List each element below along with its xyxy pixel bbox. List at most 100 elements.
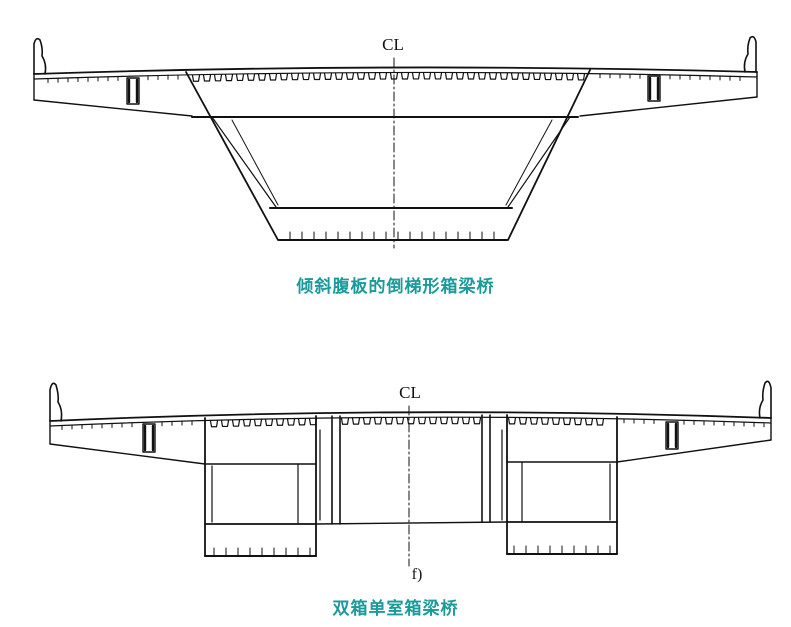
top-deck-rib (389, 72, 399, 80)
bottom-deck-rib (551, 417, 561, 425)
top-deck-rib (576, 73, 586, 81)
top-left-parapet (33, 37, 47, 75)
top-deck-rib (532, 72, 542, 81)
bottom-deck-rib (384, 417, 394, 425)
bottom-center-cell (315, 414, 508, 525)
bottom-deck-rib (308, 418, 318, 426)
bottom-deck-underside (49, 416, 772, 427)
bottom-deck-rib (439, 417, 449, 425)
bottom-deck-rib (264, 418, 274, 427)
bottom-deck-ribs (209, 417, 605, 428)
top-deck-rib (510, 72, 520, 80)
top-centerline-label: CL (382, 35, 404, 54)
bottom-deck-rib (231, 419, 241, 427)
top-right-cantilever-bottom (579, 96, 758, 117)
top-deck-rib (257, 73, 267, 81)
top-deck-rib (246, 73, 256, 81)
bottom-deck-rib (220, 419, 230, 428)
top-deck-rib (521, 72, 531, 80)
bottom-right-parapet (758, 380, 772, 419)
top-deck-rib (422, 72, 432, 80)
bottom-deck-rib (450, 417, 460, 425)
bottom-left-parapet (49, 382, 63, 422)
top-deck-rib (400, 72, 410, 80)
bottom-deck-rib (340, 417, 350, 425)
top-right-parapet (743, 35, 757, 73)
bottom-deck-rib (595, 418, 605, 426)
top-deck-rib (554, 73, 564, 81)
bottom-deck-rib (540, 417, 550, 425)
bottom-deck-rib (406, 417, 416, 425)
top-deck-rib (235, 73, 245, 82)
bottom-right-support-beam (665, 421, 679, 450)
bottom-deck-rib (428, 417, 438, 425)
top-cantilever-stiffeners-left (47, 74, 179, 84)
top-deck-surface (33, 66, 758, 75)
top-cantilever-stiffeners-right (599, 73, 741, 82)
bottom-deck-rib (518, 417, 528, 425)
bottom-deck-rib (529, 417, 539, 425)
bottom-deck-rib (362, 417, 372, 425)
bottom-deck-rib (297, 418, 307, 426)
bottom-right-cantilever-bottom (616, 439, 772, 463)
top-right-support-beam (647, 75, 661, 102)
top-deck-rib (378, 72, 388, 80)
top-right-diaphragm-line (505, 119, 553, 206)
bottom-deck-rib (242, 419, 252, 427)
bottom-deck-rib (461, 417, 471, 425)
top-deck-rib (499, 72, 509, 80)
trapezoid-box-girder-section: CL (33, 35, 758, 249)
top-deck-rib (279, 73, 289, 81)
top-deck-rib (565, 73, 575, 81)
top-left-cantilever-bottom (33, 99, 193, 117)
bottom-deck-rib (562, 417, 572, 426)
bottom-deck-surface (49, 411, 772, 422)
bottom-deck-rib (573, 418, 583, 426)
top-deck-ribs (191, 72, 586, 82)
bottom-figure-label: f) (412, 566, 423, 583)
bottom-deck-rib (253, 419, 263, 427)
bottom-left-support-beam (142, 423, 156, 453)
bottom-deck-rib (472, 417, 482, 425)
top-left-support-beam (126, 77, 140, 105)
top-deck-rib (488, 72, 498, 80)
top-deck-rib (312, 72, 322, 81)
top-deck-rib (444, 72, 454, 80)
top-deck-rib (224, 74, 234, 82)
twin-box-girder-section: CL f) (49, 380, 772, 583)
bottom-deck-rib (417, 417, 427, 425)
top-right-web-inner (507, 116, 571, 208)
top-deck-rib (213, 74, 223, 82)
bottom-deck-rib (395, 417, 405, 425)
bottom-cantilever-stiffeners-right (623, 418, 765, 428)
bottom-centerline-label: CL (399, 383, 421, 402)
top-left-diaphragm-line (231, 119, 279, 206)
top-deck-rib (191, 74, 201, 82)
bottom-deck-rib (507, 417, 517, 425)
bottom-deck-rib (286, 418, 296, 426)
top-left-web-outer (185, 71, 279, 241)
bottom-left-cantilever-bottom (49, 443, 206, 465)
bottom-right-box (506, 414, 618, 555)
bottom-deck-rib (373, 417, 383, 425)
bottom-cantilever-stiffeners-left (61, 420, 193, 430)
top-deck-rib (433, 72, 443, 80)
bottom-left-box (204, 415, 317, 557)
bottom-deck-rib (584, 418, 594, 426)
top-deck-rib (334, 72, 344, 80)
bottom-figure-caption: 双箱单室箱梁桥 (332, 599, 459, 619)
top-deck-rib (268, 73, 278, 81)
top-deck-rib (202, 74, 212, 82)
top-deck-rib (367, 72, 377, 80)
top-deck-rib (455, 72, 465, 80)
top-figure-caption: 倾斜腹板的倒梯形箱梁桥 (296, 277, 495, 297)
top-right-web-outer (507, 69, 591, 241)
bottom-deck-rib (209, 420, 219, 428)
top-deck-rib (477, 72, 487, 80)
top-deck-rib (345, 72, 355, 80)
top-bottom-flange-stiffeners (289, 231, 495, 241)
top-deck-rib (466, 72, 476, 80)
bottom-box-flange-stiffeners (213, 545, 611, 557)
top-deck-rib (290, 73, 300, 81)
